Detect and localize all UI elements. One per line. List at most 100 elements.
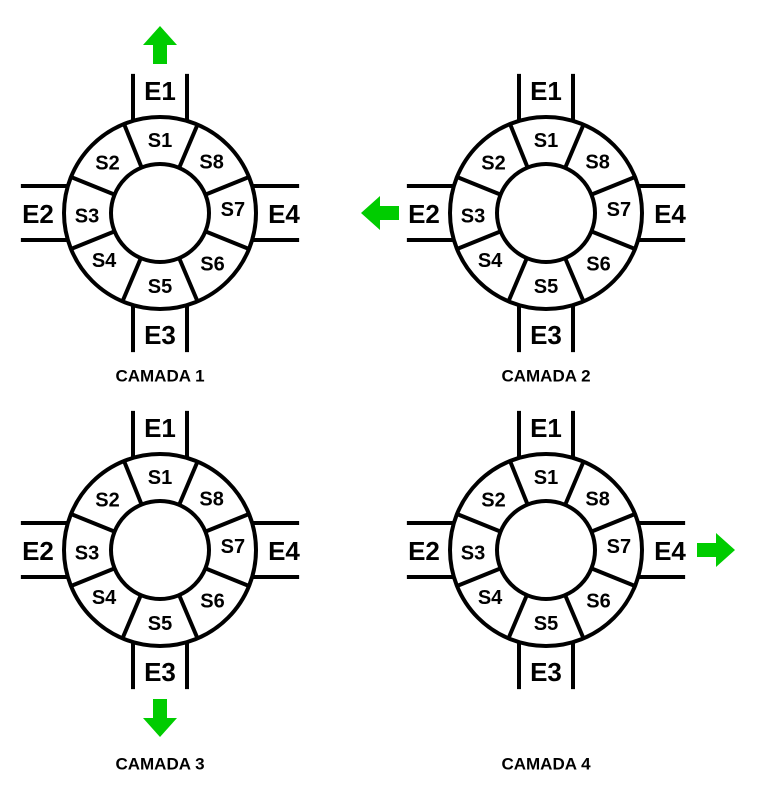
sector-label-s6: S6 — [200, 254, 224, 276]
sector-divider — [456, 229, 502, 251]
sector-divider — [590, 566, 636, 588]
sector-divider — [508, 123, 530, 169]
sector-label-s6: S6 — [586, 254, 610, 276]
sector-divider — [456, 175, 502, 197]
sector-label-s8: S8 — [585, 151, 609, 173]
sector-label-s2: S2 — [95, 152, 119, 174]
sector-label-s4: S4 — [478, 250, 503, 272]
entry-label-e4: E4 — [268, 536, 300, 566]
sector-divider — [508, 460, 530, 506]
layer-caption: CAMADA 4 — [501, 755, 591, 774]
sector-divider — [70, 229, 116, 251]
sector-divider — [563, 460, 586, 506]
sector-divider — [70, 512, 116, 534]
entry-label-e1: E1 — [144, 413, 176, 443]
sector-divider — [456, 566, 502, 588]
outer-ring — [62, 115, 258, 311]
sector-label-s1: S1 — [148, 130, 172, 152]
sector-divider — [590, 229, 636, 251]
outer-ring — [448, 115, 644, 311]
sector-divider — [120, 594, 143, 640]
sector-divider — [204, 566, 250, 588]
entry-label-e1: E1 — [530, 413, 562, 443]
down-arrow-icon — [143, 699, 177, 737]
entry-label-e3: E3 — [530, 657, 562, 687]
sector-divider — [177, 123, 200, 169]
inner-island — [495, 162, 597, 264]
sector-label-s4: S4 — [478, 587, 503, 609]
sector-divider — [120, 257, 143, 303]
sector-divider — [590, 175, 636, 197]
layer-caption: CAMADA 1 — [115, 367, 204, 386]
sector-label-s5: S5 — [534, 276, 558, 298]
sector-divider — [506, 594, 529, 640]
layer-caption: CAMADA 2 — [501, 367, 590, 386]
sector-label-s4: S4 — [92, 587, 117, 609]
entry-label-e2: E2 — [408, 199, 440, 229]
sector-label-s8: S8 — [585, 488, 609, 510]
sector-label-s3: S3 — [75, 206, 99, 228]
entry-label-e2: E2 — [408, 536, 440, 566]
sector-divider — [177, 257, 200, 303]
entry-label-e3: E3 — [144, 657, 176, 687]
sector-label-s2: S2 — [481, 489, 505, 511]
sector-divider — [177, 594, 200, 640]
sector-divider — [590, 512, 636, 534]
sector-label-s7: S7 — [221, 199, 245, 221]
sector-label-s7: S7 — [221, 536, 245, 558]
sector-divider — [122, 123, 144, 169]
sector-label-s8: S8 — [199, 151, 223, 173]
sector-label-s7: S7 — [607, 199, 631, 221]
entry-label-e4: E4 — [268, 199, 300, 229]
inner-island — [495, 499, 597, 601]
sector-label-s3: S3 — [75, 543, 99, 565]
sector-label-s8: S8 — [199, 488, 223, 510]
entry-label-e4: E4 — [654, 199, 686, 229]
sector-divider — [204, 229, 250, 251]
sector-label-s2: S2 — [481, 152, 505, 174]
entry-label-e1: E1 — [144, 76, 176, 106]
entry-label-e3: E3 — [530, 320, 562, 350]
sector-label-s5: S5 — [148, 613, 172, 635]
sector-divider — [177, 460, 200, 506]
sector-label-s7: S7 — [607, 536, 631, 558]
layer-caption: CAMADA 3 — [115, 755, 204, 774]
sector-label-s6: S6 — [200, 591, 224, 613]
inner-island — [109, 499, 211, 601]
sector-divider — [563, 594, 586, 640]
sector-label-s3: S3 — [461, 543, 485, 565]
outer-ring — [62, 452, 258, 648]
sector-label-s1: S1 — [534, 467, 558, 489]
sector-label-s5: S5 — [534, 613, 558, 635]
up-arrow-icon — [143, 26, 177, 64]
sector-divider — [70, 566, 116, 588]
sector-label-s6: S6 — [586, 591, 610, 613]
sector-divider — [70, 175, 116, 197]
sector-label-s2: S2 — [95, 489, 119, 511]
inner-island — [109, 162, 211, 264]
sector-divider — [563, 257, 586, 303]
outer-ring — [448, 452, 644, 648]
sector-divider — [122, 460, 144, 506]
sector-label-s1: S1 — [148, 467, 172, 489]
entry-label-e1: E1 — [530, 76, 562, 106]
sector-divider — [563, 123, 586, 169]
sector-divider — [456, 512, 502, 534]
sector-divider — [204, 512, 250, 534]
left-arrow-icon — [361, 196, 399, 230]
entry-label-e2: E2 — [22, 536, 54, 566]
right-arrow-icon — [697, 533, 735, 567]
sector-label-s4: S4 — [92, 250, 117, 272]
entry-label-e2: E2 — [22, 199, 54, 229]
entry-label-e4: E4 — [654, 536, 686, 566]
sector-divider — [506, 257, 529, 303]
sector-divider — [204, 175, 250, 197]
sector-label-s1: S1 — [534, 130, 558, 152]
sector-label-s3: S3 — [461, 206, 485, 228]
sector-label-s5: S5 — [148, 276, 172, 298]
